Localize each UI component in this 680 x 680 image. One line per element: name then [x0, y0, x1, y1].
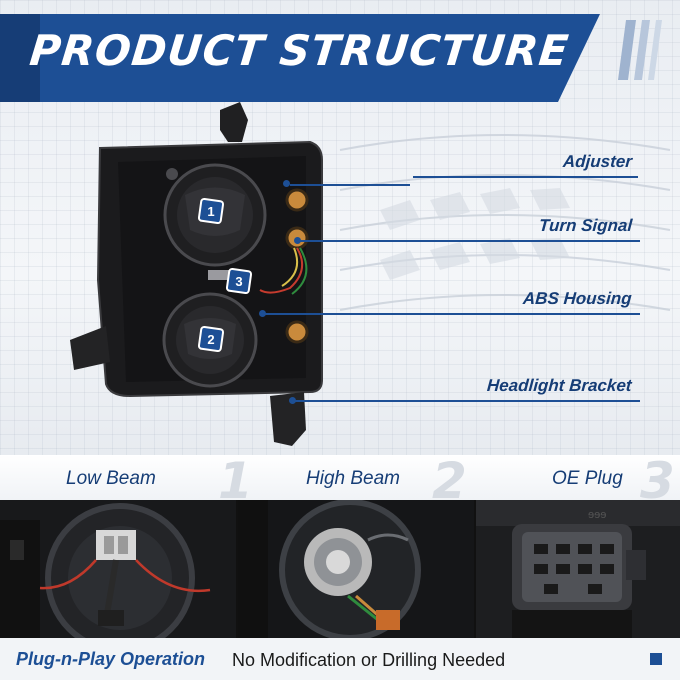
adjuster-underline — [413, 176, 638, 178]
page-title: PRODUCT STRUCTURE — [27, 26, 572, 75]
svg-text:3: 3 — [235, 274, 242, 289]
feature-bar — [0, 638, 680, 680]
svg-text:2: 2 — [207, 332, 214, 347]
marker-2: 2 — [197, 325, 225, 353]
low-beam-photo — [0, 500, 236, 638]
svg-text:ɘɘɘ: ɘɘɘ — [588, 509, 606, 521]
feature-highlight: Plug-n-Play Operation — [16, 649, 206, 669]
callout-abs-housing: ABS Housing — [522, 289, 633, 308]
high-beam-photo — [238, 500, 474, 638]
grille-background — [339, 134, 671, 311]
adjuster-dot — [283, 180, 290, 187]
headlight-bracket-dot — [289, 397, 296, 404]
section-label-low-beam: Low Beam — [66, 468, 156, 489]
headlight-assembly-image: 1 2 3 — [70, 102, 323, 446]
turn-signal-dot — [294, 237, 301, 244]
headlight-bracket-leader-line — [295, 400, 640, 402]
marker-1: 1 — [197, 197, 225, 225]
feature-description: No Modification or Drilling Needed — [232, 650, 506, 670]
section-labels-band — [0, 455, 680, 507]
section-label-high-beam: High Beam — [306, 468, 400, 489]
abs-housing-dot — [259, 310, 266, 317]
section-label-oe-plug: OE Plug — [552, 468, 623, 489]
oe-plug-photo: ɘɘɘ — [476, 500, 680, 638]
callout-headlight-bracket: Headlight Bracket — [486, 376, 633, 395]
abs-housing-leader-line — [265, 313, 640, 315]
marker-3: 3 — [225, 267, 253, 295]
adjuster-leader-line — [290, 184, 410, 186]
decorative-square — [650, 653, 662, 665]
callout-turn-signal: Turn Signal — [538, 216, 633, 235]
decorative-stripes — [618, 20, 662, 80]
product-structure-panel: PRODUCT STRUCTURE — [0, 0, 680, 455]
header-banner — [0, 14, 600, 102]
callout-adjuster: Adjuster — [562, 152, 633, 171]
turn-signal-leader-line — [300, 240, 640, 242]
svg-text:1: 1 — [207, 204, 214, 219]
header-banner-accent — [0, 14, 40, 102]
detail-photo-strip: ɘɘɘ — [0, 500, 680, 638]
